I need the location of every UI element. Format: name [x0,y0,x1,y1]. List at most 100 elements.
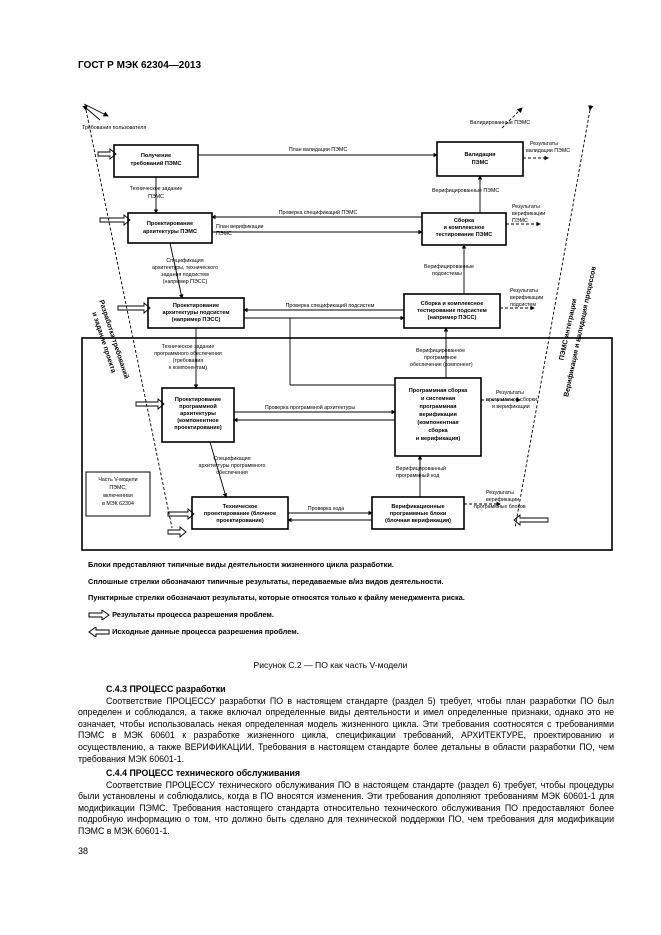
svg-text:архитектуры подсистем: архитектуры подсистем [162,310,229,316]
svg-text:Валидация: Валидация [465,152,496,158]
svg-text:(например ПЭСС): (например ПЭСС) [428,315,477,321]
svg-text:требований ПЭМС: требований ПЭМС [130,160,181,167]
svg-text:ПЭМС: ПЭМС [472,160,489,166]
svg-text:Требования пользователя: Требования пользователя [82,125,146,131]
svg-text:Валидированные ПЭМС: Валидированные ПЭМС [470,120,530,126]
svg-text:программный код: программный код [396,472,439,479]
problem-input-arrows [167,514,549,538]
svg-text:архитектуры программного: архитектуры программного [199,463,266,469]
svg-text:Техническое задание: Техническое задание [130,186,183,192]
box-software-integration: Программная сборка и системная программн… [394,377,482,457]
svg-text:программная: программная [419,404,456,410]
svg-text:Верифицированные ПЭМС: Верифицированные ПЭМС [432,188,499,194]
svg-text:Программная сборка: Программная сборка [409,387,468,394]
section-paragraph: Соответствие ПРОЦЕССУ разработки ПО в на… [78,695,614,764]
box-v-model-part: Часть V-модели ПЭМС, включенная в МЭК 62… [85,471,151,517]
svg-text:ПЭМС: ПЭМС [512,218,528,224]
svg-text:программного обеспечения: программного обеспечения [154,351,222,357]
legend-dashed: Пунктирные стрелки обозначают результаты… [88,593,465,602]
box-subsystem-architecture: Проектирование архитектуры подсистем (на… [147,297,245,329]
box-validation: Валидация ПЭМС [436,141,524,177]
double-arrow-right-icon [88,609,110,622]
page-number: 38 [78,846,89,856]
svg-text:Проектирование: Проектирование [175,397,221,403]
svg-text:Проверка спецификаций ПЭМС: Проверка спецификаций ПЭМС [279,209,358,216]
box-architecture: Проектирование архитектуры ПЭМС [127,212,213,244]
svg-text:программной сборки: программной сборки [486,396,537,403]
svg-text:ПЭМС: ПЭМС [216,231,232,237]
svg-text:проектирование): проектирование) [216,518,264,524]
section-development: С.4.3 ПРОЦЕСС разработки Соответствие ПР… [78,684,614,765]
svg-text:подсистем: подсистем [510,302,536,308]
svg-text:Спецификация: Спецификация [213,456,250,462]
svg-text:в МЭК 62304: в МЭК 62304 [102,501,134,507]
svg-text:(компонентная: (компонентная [417,420,458,426]
box-requirements: Получение требований ПЭМС [113,144,199,178]
svg-text:Верифицированный: Верифицированный [396,465,446,472]
v-model-diagram: Получение требований ПЭМС Проектирование… [81,103,613,551]
svg-text:архитектуры: архитектуры [180,411,216,417]
legend-blocks: Блоки представляют типичные виды деятель… [88,560,394,569]
box-unit-verification: Верификационные программные блоки (блочн… [371,496,465,530]
svg-text:Верифицированное: Верифицированное [416,348,465,354]
svg-text:программных блоков: программных блоков [474,504,526,510]
svg-text:Верификационные: Верификационные [391,503,444,510]
svg-text:ПЭМС: ПЭМС [148,194,164,200]
box-detailed-design: Техническое проектирование (блочное прое… [191,496,289,530]
svg-text:Проверка спецификаций подсисте: Проверка спецификаций подсистем [286,302,375,309]
section-heading: С.4.3 ПРОЦЕСС разработки [106,684,226,694]
svg-text:Спецификация: Спецификация [166,258,203,264]
svg-text:Проектирование: Проектирование [147,221,193,227]
svg-text:программное: программное [424,355,457,361]
svg-text:(блочная верификация): (блочная верификация) [385,517,451,524]
svg-text:верификация: верификация [419,411,457,418]
svg-text:и системная: и системная [421,396,455,402]
svg-text:архитектуры ПЭМС: архитектуры ПЭМС [143,229,197,235]
svg-text:сборка: сборка [428,427,448,434]
problem-output-arrows [97,148,195,520]
svg-text:обеспечения: обеспечения [216,470,248,476]
section-maintenance: С.4.4 ПРОЦЕСС технического обслуживания … [78,768,614,838]
svg-text:и комплексное: и комплексное [444,225,485,231]
svg-text:План валидации ПЭМС: План валидации ПЭМС [289,147,347,153]
svg-text:(например ПЭСС): (например ПЭСС) [163,279,208,285]
svg-text:Верифицированные: Верифицированные [424,264,474,270]
svg-text:проектирование (блочное: проектирование (блочное [204,510,276,517]
svg-text:проектирование): проектирование) [174,425,222,431]
svg-text:Сборка и комплексное: Сборка и комплексное [421,300,484,307]
svg-text:Проверка кода: Проверка кода [308,506,344,512]
section-heading: С.4.4 ПРОЦЕСС технического обслуживания [106,768,301,778]
box-integration: Сборка и комплексное тестирование ПЭМС [421,212,507,246]
svg-text:Техническое: Техническое [223,504,258,510]
svg-text:валидации ПЭМС: валидации ПЭМС [526,148,570,154]
software-scope-frame [81,337,613,551]
svg-text:(требования: (требования [173,358,204,364]
svg-text:программной: программной [179,403,217,410]
svg-text:(компонентное: (компонентное [177,418,218,424]
legend-outputs-text: Результаты процесса разрешения проблем. [112,610,274,619]
svg-text:включенная: включенная [103,493,133,499]
svg-text:Часть V-модели: Часть V-модели [98,477,137,483]
svg-text:(например ПЭСС): (например ПЭСС) [172,317,221,323]
svg-text:архитектуры, технического: архитектуры, технического [152,265,218,271]
legend-solid: Сплошные стрелки обозначают типичные рез… [88,577,444,586]
svg-text:и верификации: и верификации [492,404,530,410]
svg-text:Техническое задание: Техническое задание [162,344,215,350]
svg-text:Результаты: Результаты [486,490,514,496]
svg-text:План верификации: План верификации [216,224,264,230]
svg-text:Результаты: Результаты [530,141,558,147]
svg-text:Результаты: Результаты [496,390,524,396]
svg-text:Проектирование: Проектирование [173,303,219,309]
svg-text:ПЭМС,: ПЭМС, [109,485,126,491]
legend-outputs: Результаты процесса разрешения проблем. [88,609,274,622]
svg-text:Результаты: Результаты [510,288,538,294]
double-arrow-left-icon [88,626,110,639]
svg-text:верификации: верификации [510,295,543,301]
svg-text:и верификация): и верификация) [416,435,461,442]
svg-text:к компонентам): к компонентам) [169,365,207,371]
document-header: ГОСТ Р МЭК 62304—2013 [78,60,202,71]
section-paragraph: Соответствие ПРОЦЕССУ технического обслу… [78,779,614,836]
svg-text:программные блоки: программные блоки [390,510,447,517]
legend-inputs-text: Исходные данные процесса разрешения проб… [112,627,299,636]
svg-text:Получение: Получение [141,153,171,159]
